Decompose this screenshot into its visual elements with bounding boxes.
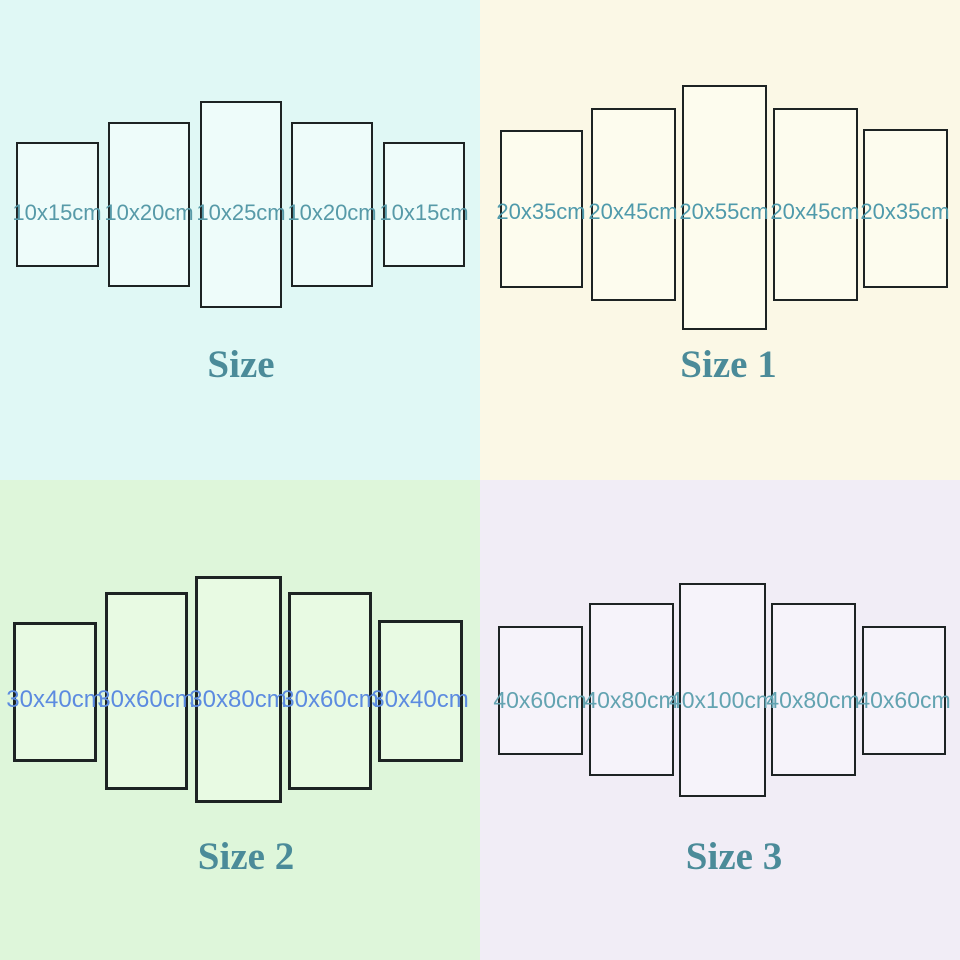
panel-size-label: 40x80cm bbox=[584, 687, 678, 713]
panel-size-label: 40x80cm bbox=[766, 687, 860, 713]
panel-size-label: 40x100cm bbox=[668, 687, 776, 713]
quadrant-size-3: 40x60cm 40x80cm 40x100cm 40x80cm 40x60cm… bbox=[480, 480, 960, 960]
panel-size-label: 20x45cm bbox=[770, 199, 860, 224]
panel-size-label: 20x35cm bbox=[496, 199, 586, 224]
canvas-panel bbox=[13, 622, 97, 762]
canvas-panel bbox=[498, 626, 583, 755]
canvas-panel bbox=[383, 142, 465, 267]
canvas-panel bbox=[863, 129, 948, 288]
canvas-panel bbox=[108, 122, 190, 287]
panel-size-label: 10x20cm bbox=[104, 200, 194, 225]
panel-size-label: 20x45cm bbox=[588, 199, 678, 224]
canvas-panel bbox=[771, 603, 856, 776]
panel-size-label: 40x60cm bbox=[857, 687, 951, 713]
quadrant-title: Size 1 bbox=[680, 343, 777, 386]
quadrant-title: Size 2 bbox=[197, 835, 295, 878]
panel-size-label: 20x55cm bbox=[679, 199, 769, 224]
panel-size-label: 30x60cm bbox=[281, 686, 379, 713]
panel-size-label: 30x40cm bbox=[371, 686, 469, 713]
canvas-panel bbox=[591, 108, 676, 301]
canvas-panel bbox=[195, 576, 282, 803]
canvas-panel bbox=[291, 122, 373, 287]
canvas-panel bbox=[679, 583, 766, 797]
canvas-panel bbox=[589, 603, 674, 776]
canvas-panel bbox=[200, 101, 282, 308]
quadrant-title: Size 3 bbox=[685, 835, 783, 878]
panel-size-label: 10x15cm bbox=[379, 200, 469, 225]
canvas-panel bbox=[288, 592, 372, 790]
quadrant-title: Size bbox=[207, 343, 275, 386]
panel-size-label: 10x25cm bbox=[196, 200, 286, 225]
quadrant-size-2: 30x40cm 30x60cm 30x80cm 30x60cm 30x40cm … bbox=[0, 480, 480, 960]
canvas-panel bbox=[773, 108, 858, 301]
canvas-panel bbox=[105, 592, 188, 790]
panel-size-label: 40x60cm bbox=[493, 687, 587, 713]
quadrant-size-1: 20x35cm 20x45cm 20x55cm 20x45cm 20x35cm … bbox=[480, 0, 960, 480]
panel-size-label: 10x15cm bbox=[12, 200, 102, 225]
panel-size-label: 30x40cm bbox=[6, 686, 104, 713]
canvas-panel bbox=[16, 142, 99, 267]
quadrant-size: 10x15cm 10x20cm 10x25cm 10x20cm 10x15cm … bbox=[0, 0, 480, 480]
canvas-panel bbox=[378, 620, 463, 762]
canvas-panel bbox=[500, 130, 583, 288]
panel-size-label: 10x20cm bbox=[287, 200, 377, 225]
canvas-panel bbox=[682, 85, 767, 330]
panel-size-label: 20x35cm bbox=[860, 199, 950, 224]
panel-size-label: 30x60cm bbox=[97, 686, 195, 713]
canvas-panel bbox=[862, 626, 946, 755]
panel-size-label: 30x80cm bbox=[189, 686, 287, 713]
